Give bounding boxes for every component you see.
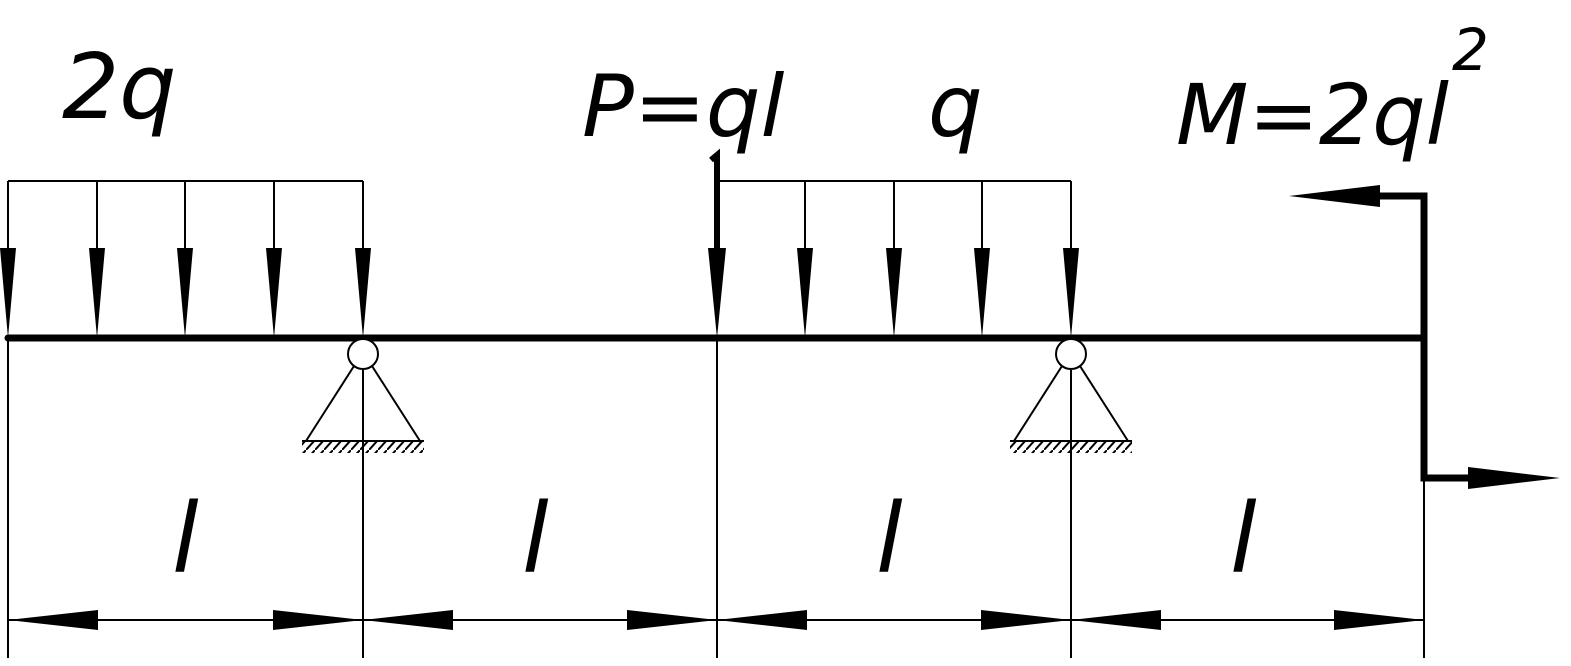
label-moment-m: M=2ql: [1176, 66, 1449, 164]
label-force-p: P=ql: [582, 57, 785, 157]
load-2q-arrow: [0, 181, 16, 338]
dimension-line-span-2: [363, 610, 717, 630]
label-moment-exponent: 2: [1452, 16, 1489, 84]
dimension-line-span-4: [1071, 610, 1424, 630]
label-load-q: q: [928, 57, 983, 157]
dimension-line-span-3: [717, 610, 1071, 630]
extension-lines: [7, 338, 1425, 658]
load-q-arrow: [1063, 181, 1079, 338]
load-2q-arrow: [355, 181, 371, 338]
load-q-arrow: [797, 181, 813, 338]
label-span-4: l: [1230, 483, 1257, 595]
moment-m: [1289, 185, 1560, 489]
label-span-3: l: [876, 483, 903, 595]
load-q-arrow: [886, 181, 902, 338]
load-2q-arrow: [89, 181, 105, 338]
dimension-line-span-1: [8, 610, 363, 630]
label-span-1: l: [172, 483, 199, 595]
load-q-arrow: [974, 181, 990, 338]
label-load-2q: 2q: [62, 35, 176, 140]
distributed-load-q: [717, 180, 1079, 338]
distributed-load-2q: [0, 180, 371, 338]
label-span-2: l: [522, 483, 549, 595]
load-2q-arrow: [266, 181, 282, 338]
load-2q-arrow: [177, 181, 193, 338]
point-force-p: [708, 148, 726, 338]
